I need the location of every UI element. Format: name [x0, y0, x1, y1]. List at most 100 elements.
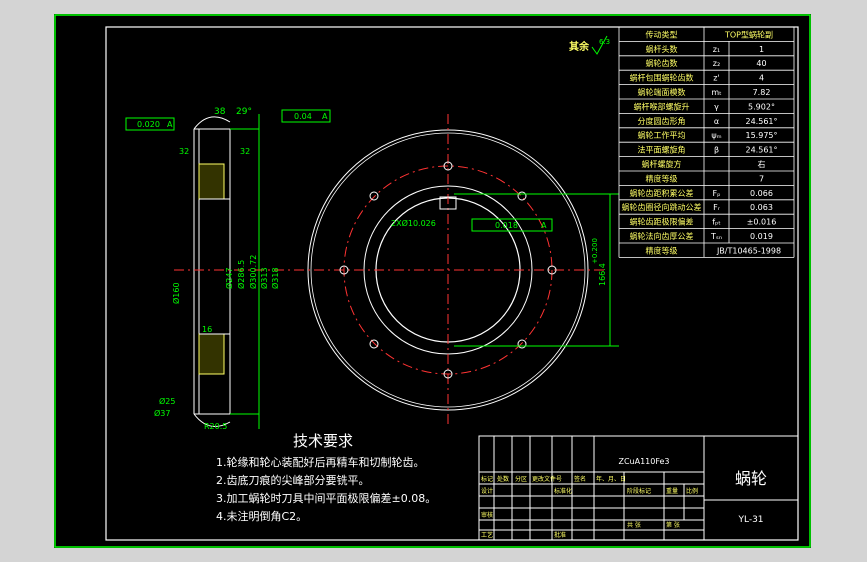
- bolt-hole: [547, 265, 557, 275]
- table-param-name: 蜗轮法向齿厚公差: [630, 231, 694, 241]
- outer-frame: [54, 14, 811, 548]
- table-footer-cell: JB/T10465-1998: [716, 246, 781, 255]
- front-view: [294, 114, 619, 424]
- inner-frame: [105, 26, 799, 541]
- table-param-name: 蜗轮工作平均: [638, 130, 686, 140]
- roughness-symbol: [591, 35, 608, 55]
- tb-label: 更改文件号: [532, 475, 562, 483]
- tb-label: 共 张: [627, 521, 641, 529]
- table-param-name: 蜗轮齿圈径向跳动公差: [622, 202, 702, 212]
- front-tol-ref: A: [541, 221, 547, 230]
- table-param-name: 蜗杆螺旋方: [642, 159, 682, 169]
- table-header-cell: 传动类型: [646, 29, 678, 39]
- dim-b: 32: [240, 147, 250, 156]
- table-param-name: 蜗轮齿距积累公差: [630, 188, 694, 198]
- dim-d10: R20.5: [204, 422, 227, 431]
- bolt-hole: [369, 339, 379, 349]
- tb-label: 重量: [666, 487, 678, 495]
- table-param-name: 分度圆齿形角: [638, 116, 686, 126]
- table-footer-cell: 精度等级: [646, 245, 678, 255]
- dim-d6: Ø318: [270, 267, 280, 289]
- table-param-symbol: mₜ: [711, 88, 721, 97]
- tolerance-frame-1: 0.020 A: [125, 117, 175, 131]
- table-param-value: 0.066: [750, 189, 773, 198]
- tb-label: 阶段标记: [627, 487, 651, 495]
- table-header-cell: TOP型蜗轮副: [724, 29, 773, 39]
- table-param-symbol: z': [713, 74, 719, 83]
- tol1-ref: A: [167, 120, 173, 129]
- bolt-hole: [369, 191, 379, 201]
- bolt-hole: [443, 369, 453, 379]
- table-param-value: 7.82: [753, 88, 771, 97]
- table-param-name: 蜗杆包围蜗轮齿数: [630, 73, 694, 83]
- drawing-number: YL-31: [737, 515, 763, 525]
- tol2-value: 0.04: [294, 112, 312, 121]
- table-param-symbol: z₁: [713, 45, 720, 54]
- table-param-value: 24.561°: [746, 117, 778, 126]
- tb-label: 审核: [481, 511, 493, 519]
- table-param-value: 7: [759, 174, 764, 183]
- table-param-symbol: Tₛₙ: [710, 232, 722, 241]
- dim-d9: Ø37: [154, 408, 170, 418]
- dim-d4: Ø300.72: [248, 255, 258, 289]
- dim-d2: Ø247: [224, 267, 234, 289]
- tb-label: 设计: [481, 487, 493, 495]
- table-param-name: 蜗轮齿数: [646, 58, 678, 68]
- roughness-value: 6.3: [599, 38, 610, 46]
- tol1-value: 0.020: [137, 120, 160, 129]
- material: ZCuA110Fe3: [618, 457, 669, 466]
- table-param-value: 15.975°: [746, 131, 778, 140]
- bolt-hole: [339, 265, 349, 275]
- tb-label: 处数: [497, 475, 509, 483]
- tb-label: 分区: [515, 475, 527, 483]
- table-param-value: 0.019: [750, 232, 773, 241]
- tech-req-item: 3.加工蜗轮时刀具中间平面极限偏差±0.08。: [216, 491, 436, 505]
- dim-d5: Ø313: [259, 267, 269, 289]
- tb-label: 比例: [686, 487, 698, 495]
- title-block: [478, 435, 799, 541]
- dim-a: 32: [179, 147, 189, 156]
- dim-d7: 16: [202, 325, 212, 334]
- dim-d1: Ø160: [171, 282, 181, 304]
- dim-d3: Ø286.5: [236, 260, 246, 289]
- tb-label: 工艺: [481, 531, 493, 539]
- drawing-title: 蜗轮: [735, 469, 767, 488]
- tech-req-item: 4.未注明倒角C2。: [216, 509, 307, 523]
- drawing-svg: 38 29° 0.020 A 0.04 A 32 32 Ø160 Ø247 Ø2…: [54, 14, 811, 548]
- table-param-name: 法平面螺旋角: [638, 145, 686, 155]
- table-param-value: 0.063: [750, 203, 773, 212]
- table-param-symbol: γ: [714, 102, 719, 111]
- table-param-value: ±0.016: [747, 218, 777, 227]
- tech-req-item: 1.轮缘和轮心装配好后再精车和切制轮齿。: [216, 455, 425, 469]
- table-param-value: 右: [758, 159, 766, 169]
- front-tolerance-frame: 0.018 A: [471, 218, 553, 232]
- front-dim-h1-sub: +0.200: [591, 238, 599, 264]
- dim-top-width: 38: [214, 107, 226, 117]
- dim-angle: 29°: [236, 107, 252, 117]
- table-param-name: 蜗轮端面模数: [638, 87, 686, 97]
- front-dim-hole: 2XØ10.026: [391, 218, 436, 228]
- table-param-symbol: α: [714, 117, 719, 126]
- front-dim-h1: 166.4: [598, 263, 607, 286]
- front-tol-value: 0.018: [495, 221, 518, 230]
- tol2-ref: A: [322, 112, 328, 121]
- table-param-name: 蜗杆头数: [646, 44, 678, 54]
- table-param-name: 精度等级: [646, 173, 678, 183]
- tolerance-frame-2: 0.04 A: [281, 109, 331, 123]
- tb-label: 标记: [481, 475, 493, 483]
- tb-label: 年、月、日: [596, 475, 626, 483]
- table-param-value: 4: [759, 74, 764, 83]
- bolt-hole: [443, 161, 453, 171]
- table-param-value: 5.902°: [748, 102, 775, 111]
- tech-req-item: 2.齿底刀痕的尖峰部分要铣平。: [216, 473, 370, 487]
- table-param-name: 蜗轮齿距极限偏差: [630, 217, 694, 227]
- roughness-label: 其余: [569, 40, 590, 53]
- hatched-region-bottom: [198, 333, 225, 375]
- table-param-value: 1: [759, 45, 764, 54]
- hatched-region-top: [198, 163, 225, 200]
- bolt-hole: [517, 191, 527, 201]
- tb-label: 第 张: [666, 521, 680, 529]
- table-param-symbol: Fᵣ: [713, 203, 721, 212]
- tb-label: 签名: [574, 475, 586, 483]
